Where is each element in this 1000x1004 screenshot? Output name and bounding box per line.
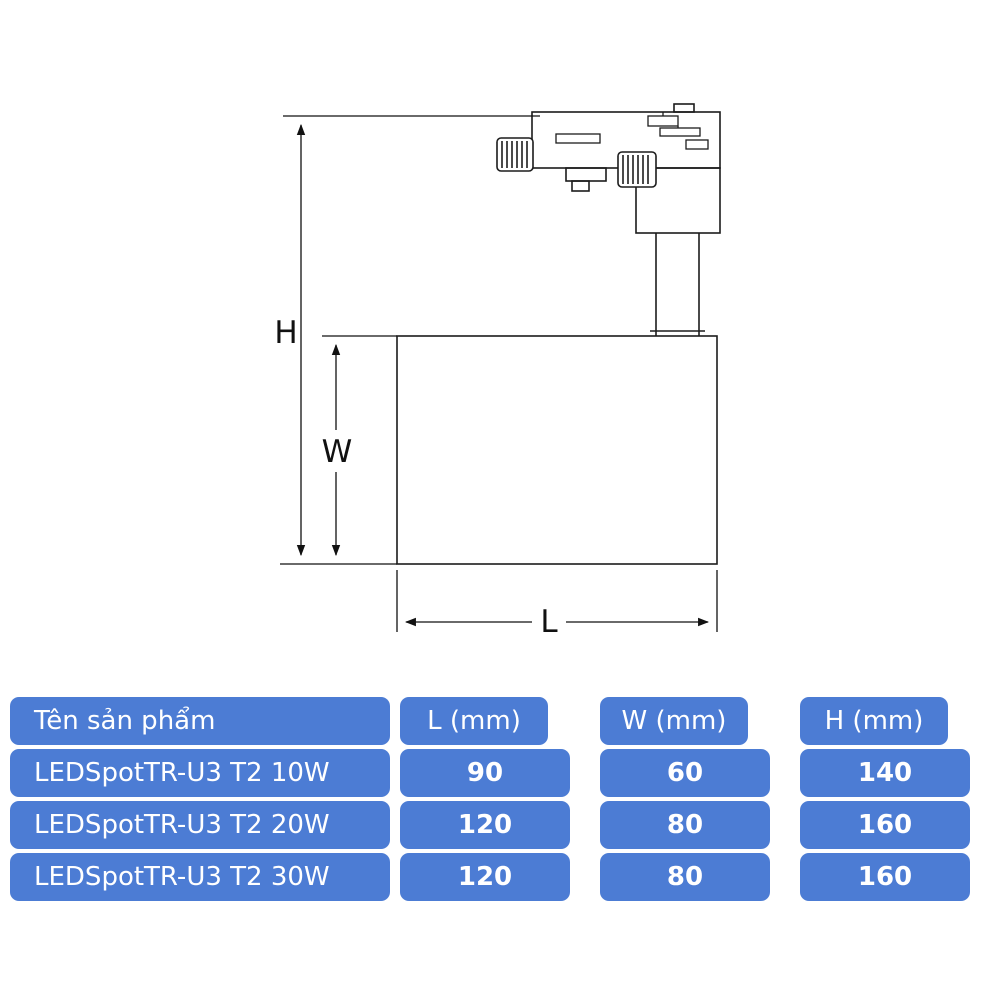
adapter-lower-tab: [565, 167, 607, 192]
cell-w: 80: [600, 801, 770, 849]
cell-h: 160: [800, 801, 970, 849]
product-diagram: H W L: [274, 103, 721, 640]
value-w: 80: [600, 801, 770, 849]
cell-w: 80: [600, 853, 770, 901]
column-header-l: L (mm): [400, 697, 548, 745]
product-name-cell: LEDSpotTR-U3 T2 30W: [10, 853, 390, 901]
cell-h: 160: [800, 853, 970, 901]
value-l: 90: [400, 749, 570, 797]
table-row: LEDSpotTR-U3 T2 10W 90 60 140: [10, 749, 990, 797]
cell-w: 60: [600, 749, 770, 797]
product-name-cell: LEDSpotTR-U3 T2 10W: [10, 749, 390, 797]
spec-table: Tên sản phẩm L (mm) W (mm) H (mm) LEDSpo…: [10, 697, 990, 905]
fixture-drawing: [396, 103, 721, 565]
dim-label-h: H: [274, 315, 297, 351]
column-l: L (mm): [400, 697, 570, 745]
value-h: 160: [800, 853, 970, 901]
cell-l: 120: [400, 801, 570, 849]
value-l: 120: [400, 801, 570, 849]
value-l: 120: [400, 853, 570, 901]
lamp-body: [396, 335, 718, 565]
table-row: LEDSpotTR-U3 T2 30W 120 80 160: [10, 853, 990, 901]
column-header-w: W (mm): [600, 697, 748, 745]
column-h: H (mm): [800, 697, 970, 745]
product-name-cell: LEDSpotTR-U3 T2 20W: [10, 801, 390, 849]
mount-stem: [650, 233, 705, 336]
dim-label-w: W: [322, 434, 353, 470]
table-row: LEDSpotTR-U3 T2 20W 120 80 160: [10, 801, 990, 849]
value-w: 80: [600, 853, 770, 901]
value-w: 60: [600, 749, 770, 797]
adapter-top-tab: [673, 103, 695, 113]
value-h: 160: [800, 801, 970, 849]
column-w: W (mm): [600, 697, 770, 745]
cell-h: 140: [800, 749, 970, 797]
cell-l: 120: [400, 853, 570, 901]
column-header-h: H (mm): [800, 697, 948, 745]
adapter-internals: [555, 112, 709, 150]
column-header-product-name: Tên sản phẩm: [10, 697, 390, 745]
dim-label-l: L: [540, 604, 558, 640]
dimension-lines: [280, 115, 718, 632]
cell-l: 90: [400, 749, 570, 797]
knurled-knob-left: [496, 137, 534, 172]
knurled-dial-center: [617, 151, 657, 188]
value-h: 140: [800, 749, 970, 797]
table-header-row: Tên sản phẩm L (mm) W (mm) H (mm): [10, 697, 990, 745]
dimension-labels: H W L: [274, 315, 558, 640]
